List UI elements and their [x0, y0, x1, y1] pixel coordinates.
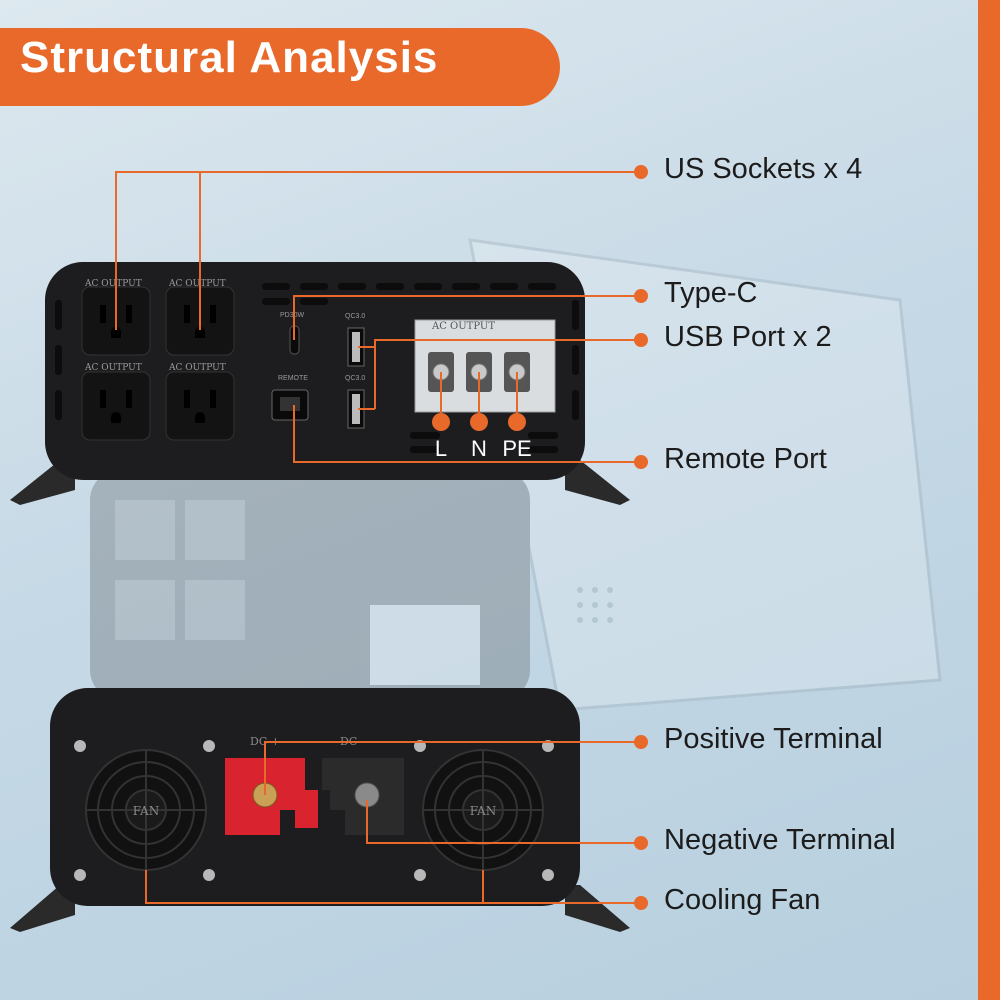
title-banner — [0, 28, 560, 106]
terminal-label-n: N — [471, 436, 487, 461]
pd-label: PD30W — [280, 312, 305, 319]
rear-mounting-foot-right — [565, 885, 630, 932]
fan-label: FAN — [133, 804, 159, 818]
callout-negative-terminal: Negative Terminal — [664, 824, 896, 856]
qc-label: QC3.0 — [345, 375, 365, 382]
terminal-block-label: AC OUTPUT — [431, 321, 495, 332]
cooling-fan-left — [85, 749, 207, 871]
rear-mounting-foot-left — [10, 885, 75, 932]
page-title: Structural Analysis — [20, 33, 439, 82]
qc-label: QC3.0 — [345, 313, 365, 320]
right-accent-stripe — [978, 0, 1000, 1000]
callout-positive-terminal: Positive Terminal — [664, 723, 883, 755]
terminal-label-l: L — [435, 436, 447, 461]
callout-usb-port: USB Port x 2 — [664, 321, 832, 353]
callout-cooling-fan: Cooling Fan — [664, 884, 821, 916]
socket-label: AC OUTPUT — [168, 363, 226, 373]
terminal-label-pe: PE — [502, 436, 531, 461]
ac-socket — [165, 371, 235, 441]
socket-label: AC OUTPUT — [84, 363, 142, 373]
callout-us-sockets: US Sockets x 4 — [664, 153, 863, 185]
socket-label: AC OUTPUT — [84, 279, 142, 289]
callout-type-c: Type-C — [664, 277, 758, 309]
remote-label: REMOTE — [278, 375, 308, 382]
fan-label: FAN — [470, 804, 496, 818]
callout-remote-port: Remote Port — [664, 443, 827, 475]
ac-socket — [81, 371, 151, 441]
socket-label: AC OUTPUT — [168, 279, 226, 289]
front-mounting-foot-right — [565, 460, 630, 505]
